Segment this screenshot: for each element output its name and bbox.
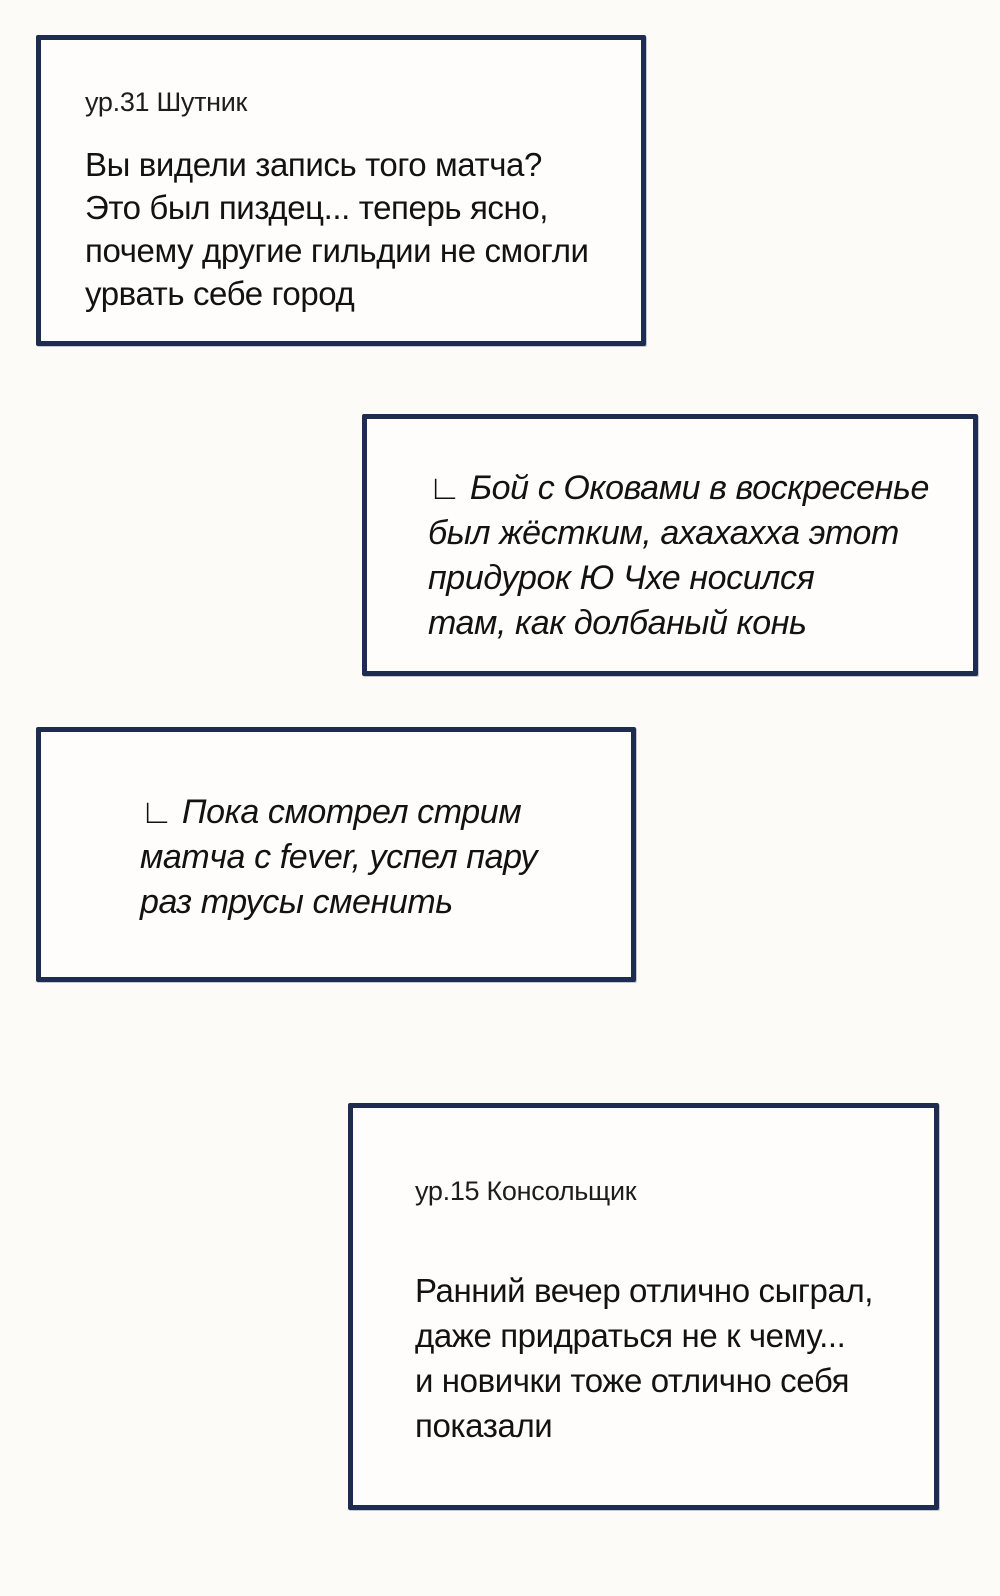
- message-4-text: Ранний вечер отлично сыграл, даже придра…: [415, 1272, 874, 1444]
- chat-message-1: ур.31 Шутник Вы видели запись того матча…: [36, 35, 646, 346]
- chat-message-2-reply: ∟ Бой с Оковами в воскресенье был жёстки…: [362, 414, 978, 676]
- chat-message-3-reply: ∟ Пока смотрел стрим матча с fever, успе…: [36, 727, 636, 982]
- message-2-text: ∟ Бой с Оковами в воскресенье был жёстки…: [428, 469, 929, 642]
- chat-message-4: ур.15 Консольщик Ранний вечер отлично сы…: [348, 1103, 939, 1510]
- message-1-author: ур.31 Шутник: [85, 87, 248, 117]
- message-1-text: Вы видели запись того матча? Это был пиз…: [85, 146, 589, 312]
- message-3-text: ∟ Пока смотрел стрим матча с fever, успе…: [140, 793, 538, 921]
- message-4-author: ур.15 Консольщик: [415, 1176, 637, 1206]
